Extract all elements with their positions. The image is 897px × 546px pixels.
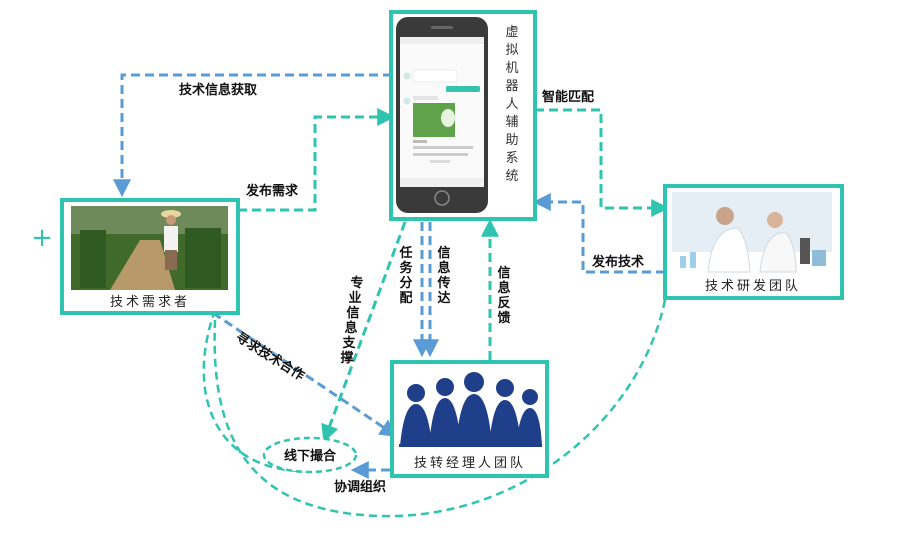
sys-char: 虚 bbox=[505, 25, 518, 40]
fb-char: 息 bbox=[497, 280, 510, 296]
lab-photo bbox=[672, 192, 832, 273]
ps-char: 专 bbox=[350, 275, 363, 291]
businessmen-illustration bbox=[399, 372, 542, 447]
sys-char: 器 bbox=[505, 79, 518, 94]
edge-seek-coop bbox=[212, 311, 398, 438]
sys-char: 人 bbox=[505, 97, 518, 112]
offline-label: 线下撮合 bbox=[284, 448, 337, 464]
ta-char: 务 bbox=[399, 260, 413, 276]
ic-char: 息 bbox=[437, 260, 450, 276]
label-info-feedback: 信 息 反 馈 bbox=[497, 265, 510, 326]
label-info-convey: 信 息 传 达 bbox=[436, 245, 450, 306]
ic-char: 信 bbox=[437, 245, 450, 261]
sys-char: 统 bbox=[505, 169, 518, 184]
node-system: 虚 拟 机 器 人 辅 助 系 统 bbox=[389, 10, 537, 221]
fb-char: 馈 bbox=[497, 310, 510, 326]
fb-char: 反 bbox=[497, 295, 510, 311]
edge-smart-match bbox=[535, 108, 670, 217]
ic-char: 达 bbox=[437, 290, 450, 306]
label-pro-support: 专 业 信 息 支 撑 bbox=[340, 275, 363, 366]
edge-pro-support bbox=[321, 221, 407, 443]
ta-char: 任 bbox=[398, 245, 412, 261]
sys-char: 辅 bbox=[505, 115, 518, 130]
node-manager: 技转经理人团队 bbox=[390, 360, 549, 478]
curve-rnd-loop bbox=[213, 299, 667, 518]
system-label: 虚 拟 机 器 人 辅 助 系 统 bbox=[505, 25, 518, 184]
ps-char: 息 bbox=[344, 320, 357, 336]
fb-char: 信 bbox=[497, 265, 510, 281]
edge-publish-tech bbox=[532, 193, 665, 274]
label-publish-tech: 发布技术 bbox=[591, 254, 644, 270]
manager-label: 技转经理人团队 bbox=[414, 456, 526, 471]
sys-char: 助 bbox=[505, 133, 518, 148]
plus-icon: + bbox=[31, 223, 53, 253]
ps-char: 撑 bbox=[340, 350, 353, 366]
label-publish-demand: 发布需求 bbox=[245, 183, 299, 199]
ps-char: 信 bbox=[346, 305, 359, 321]
ta-char: 分 bbox=[399, 275, 412, 291]
sys-char: 机 bbox=[505, 61, 518, 76]
ps-char: 支 bbox=[341, 335, 356, 351]
node-offline: 线下撮合 bbox=[262, 436, 358, 474]
ta-char: 配 bbox=[399, 291, 412, 306]
sys-char: 拟 bbox=[505, 43, 518, 58]
sys-char: 系 bbox=[505, 151, 518, 166]
label-seek-coop: 寻求技术合作 bbox=[233, 329, 308, 384]
edge-tech-info-fetch bbox=[113, 73, 392, 198]
label-task-assign: 任 务 分 配 bbox=[398, 245, 413, 306]
node-demander: 技术需求者 bbox=[60, 198, 240, 315]
label-smart-match: 智能匹配 bbox=[542, 89, 594, 105]
phone-icon bbox=[396, 17, 488, 213]
ps-char: 业 bbox=[348, 290, 361, 306]
rnd-label: 技术研发团队 bbox=[705, 278, 801, 294]
farmer-photo bbox=[71, 206, 228, 290]
node-rnd: 技术研发团队 bbox=[663, 184, 844, 300]
label-tech-info-fetch: 技术信息获取 bbox=[179, 82, 258, 98]
demander-label: 技术需求者 bbox=[110, 295, 190, 310]
ic-char: 传 bbox=[436, 275, 450, 291]
label-coordinate: 协调组织 bbox=[334, 479, 386, 495]
